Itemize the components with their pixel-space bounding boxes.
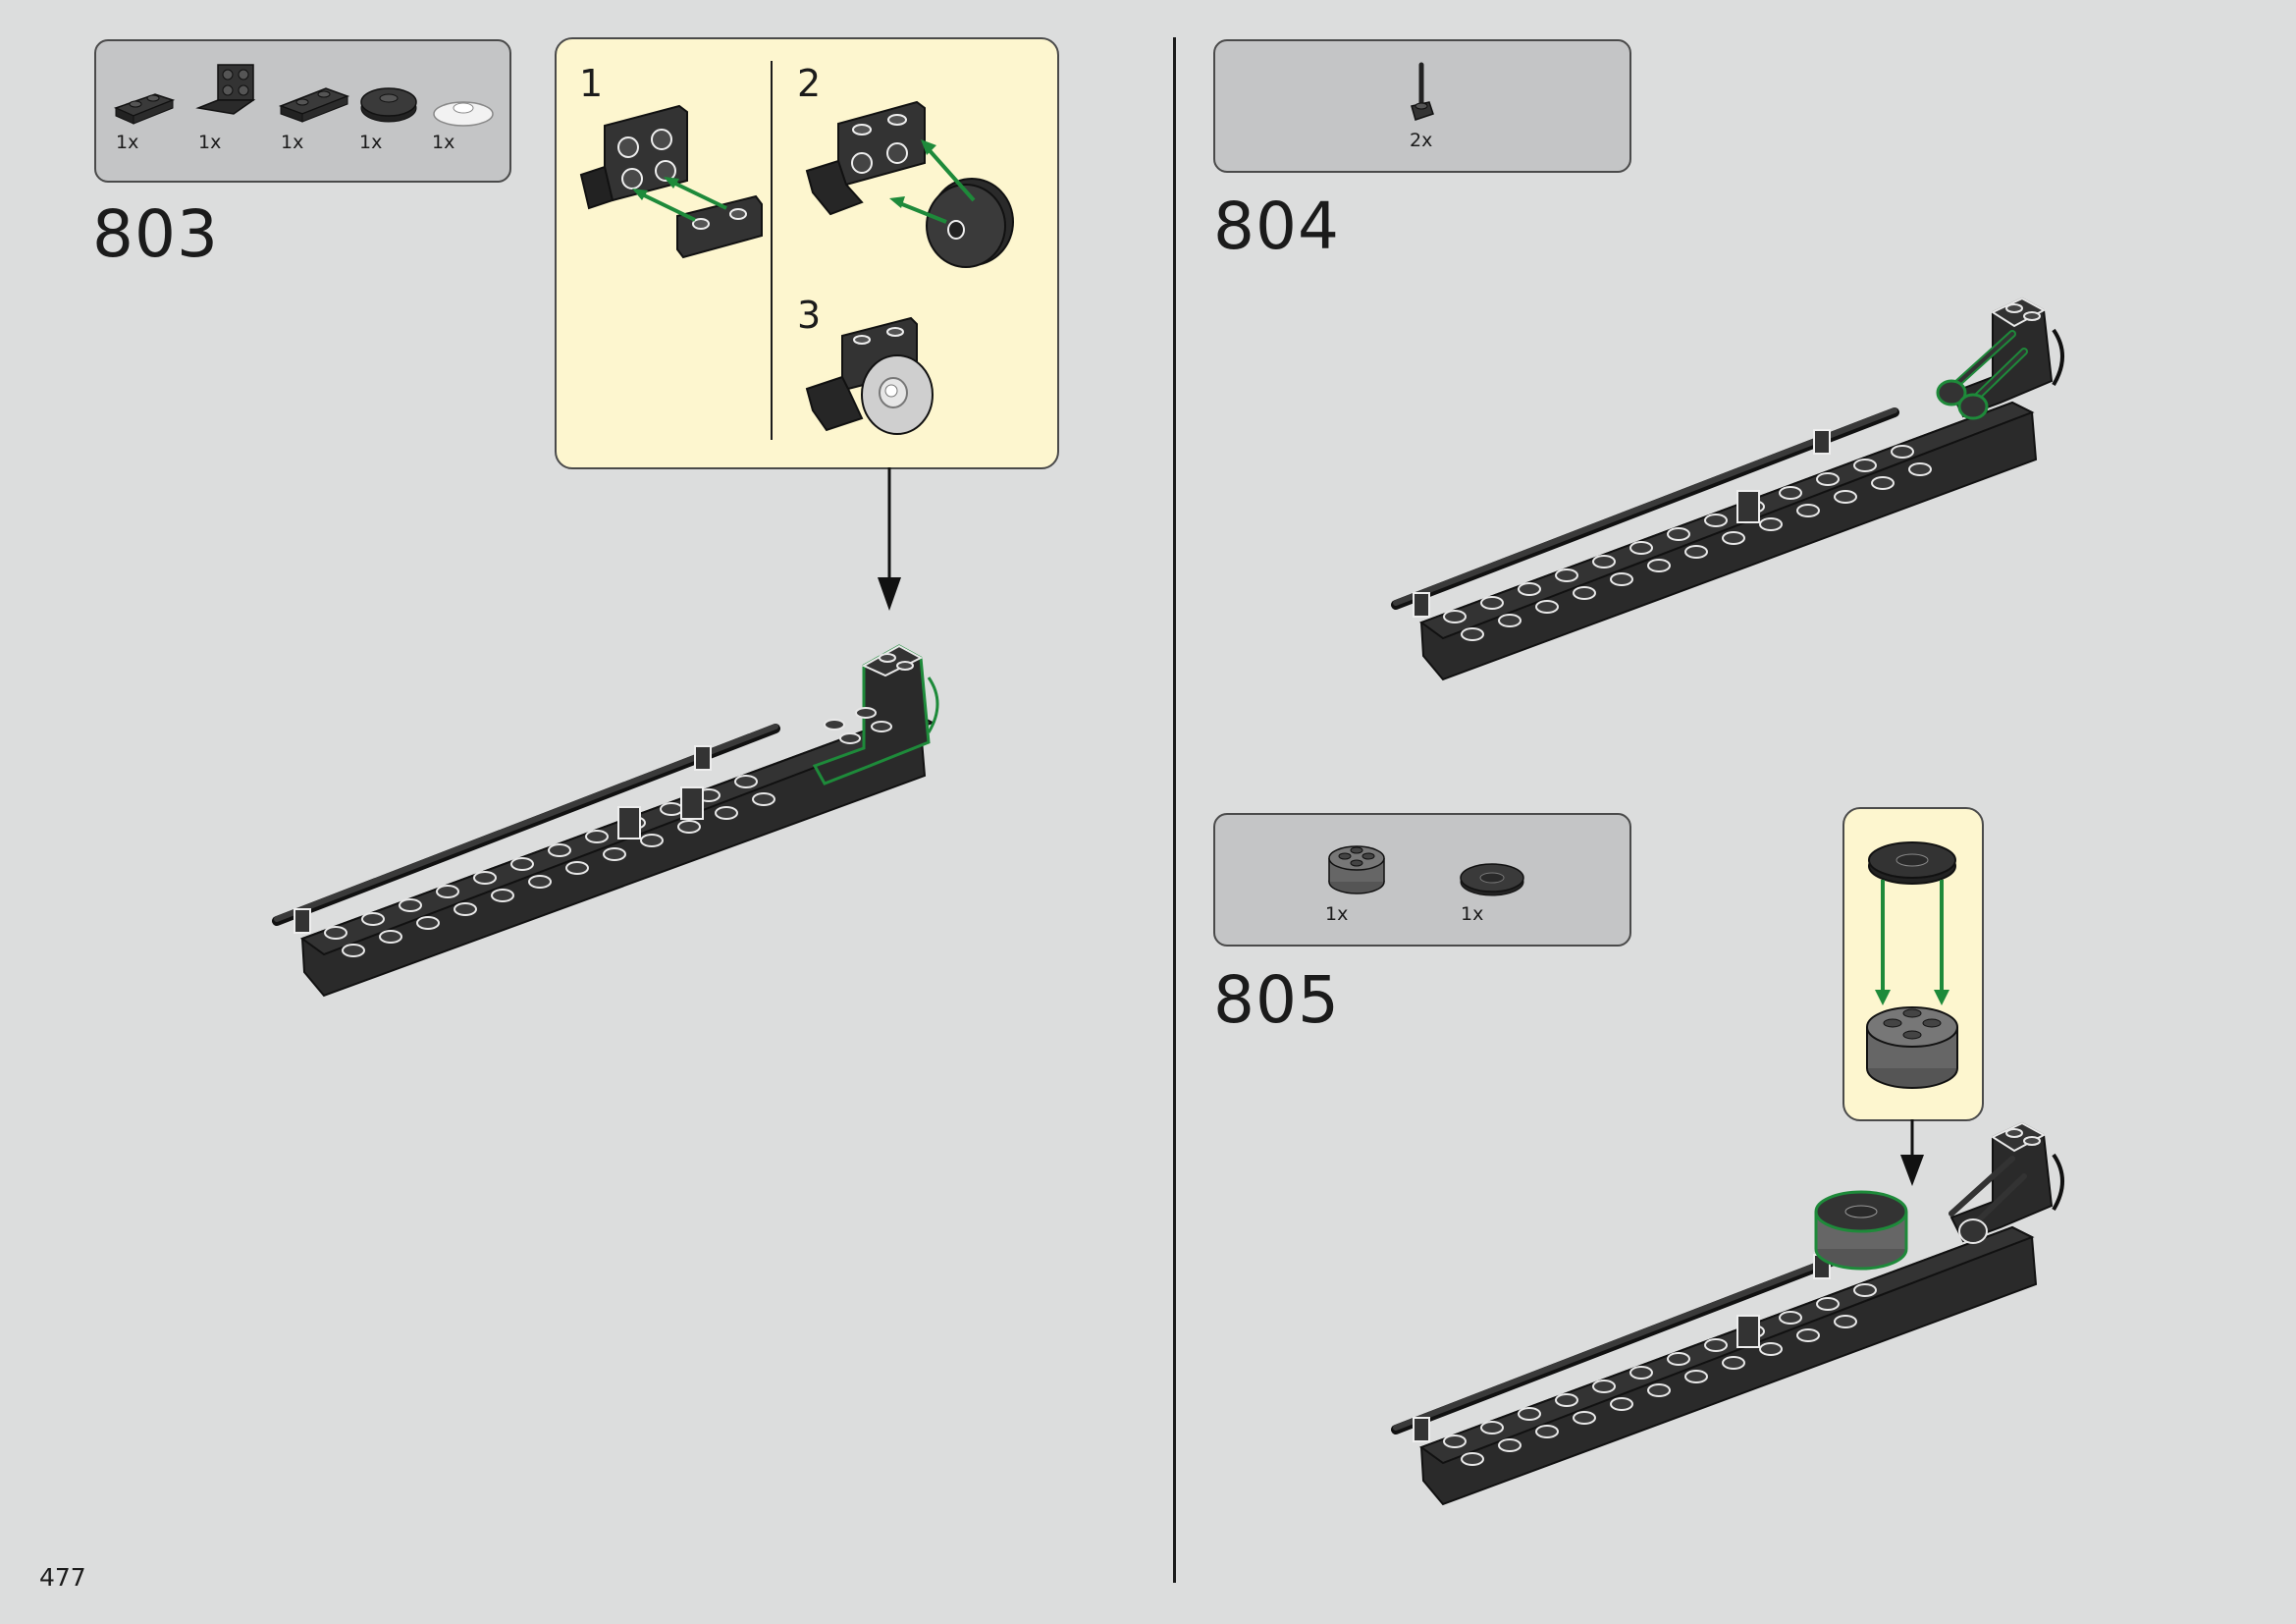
part-qty: 1x (116, 132, 139, 153)
page-divider (1173, 37, 1176, 1583)
round-tile-2x2-icon (1460, 863, 1524, 896)
sub-step-number: 3 (797, 294, 822, 337)
step-number: 803 (92, 196, 219, 272)
sub-step-2-illustration (805, 100, 1014, 268)
round-brick-2x2-icon (1328, 845, 1385, 894)
down-arrow-icon (878, 467, 901, 611)
step-number: 805 (1213, 962, 1340, 1038)
sub-step-number: 2 (797, 62, 822, 105)
sub-step-divider (771, 61, 773, 440)
part-qty: 1x (1461, 903, 1484, 925)
part-qty: 1x (198, 132, 222, 153)
part-qty: 1x (359, 132, 383, 153)
plate-with-clip-icon (278, 87, 350, 123)
plate-1x2-icon (113, 93, 176, 125)
round-plate-dark-icon (360, 87, 417, 123)
sub-assembly-callout (555, 37, 1059, 469)
part-qty: 1x (1325, 903, 1349, 925)
step-804-model (1391, 297, 2064, 681)
sub-step-1-illustration (579, 104, 763, 259)
bracket-2x2-icon (195, 64, 256, 115)
dish-white-icon (433, 101, 494, 127)
step-805-model (1391, 1121, 2064, 1506)
page-number: 477 (39, 1563, 86, 1592)
sub-step-3-illustration (805, 316, 934, 435)
step-803-model (272, 644, 939, 998)
bar-with-stud-icon (1411, 62, 1434, 121)
sub-assembly-805-illustration (1866, 841, 1958, 1089)
step-number: 804 (1213, 189, 1340, 264)
parts-callout-805 (1213, 813, 1631, 947)
part-qty: 1x (432, 132, 455, 153)
down-arrow-icon (1900, 1119, 1924, 1186)
sub-step-number: 1 (579, 62, 604, 105)
part-qty: 2x (1410, 130, 1433, 151)
part-qty: 1x (281, 132, 304, 153)
